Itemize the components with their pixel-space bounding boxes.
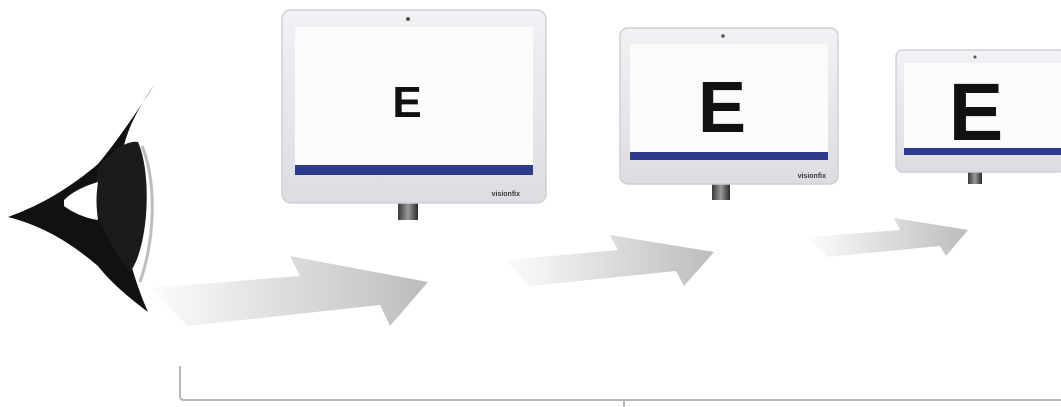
- monitor-near: E visionfix: [282, 10, 546, 220]
- optotype-letter: E: [949, 67, 1004, 158]
- distance-bracket: [180, 366, 1061, 407]
- camera-dot: [721, 34, 725, 38]
- arrow-to-middle-monitor: [505, 235, 714, 286]
- monitor-middle: E visionfix: [620, 28, 838, 200]
- monitor-far: E: [896, 50, 1061, 184]
- optotype-letter: E: [698, 68, 746, 148]
- camera-dot: [974, 56, 977, 59]
- status-bar: [295, 165, 533, 175]
- arrow-to-near-monitor: [150, 256, 428, 326]
- arrow-to-far-monitor: [808, 218, 968, 257]
- eye-icon: [8, 84, 155, 312]
- camera-dot: [406, 17, 410, 21]
- monitor-brand-label: visionfix: [798, 173, 827, 180]
- status-bar: [630, 152, 828, 160]
- optotype-letter: E: [392, 78, 421, 127]
- monitor-brand-label: visionfix: [492, 191, 521, 198]
